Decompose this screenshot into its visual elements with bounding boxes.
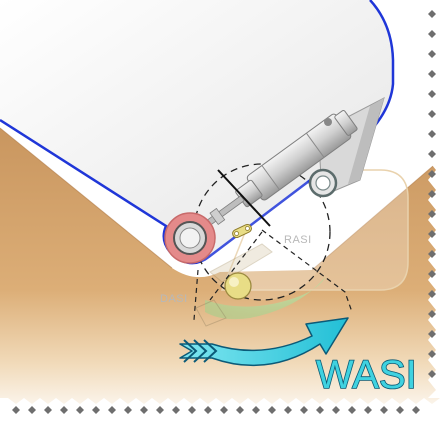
torn-edge-diamond — [204, 406, 212, 414]
green-contact-zone — [205, 276, 326, 320]
torn-edge-diamond — [428, 290, 436, 298]
torn-edge-diamond — [60, 406, 68, 414]
bracket-edge — [348, 98, 384, 184]
torn-edge-diamond — [428, 10, 436, 18]
torn-edge-diamond — [428, 270, 436, 278]
torn-edge-diamond — [236, 406, 244, 414]
torn-edge-diamond — [428, 230, 436, 238]
torn-edge-diamond — [428, 70, 436, 78]
torn-edge-diamond — [428, 250, 436, 258]
torn-edge-diamond — [428, 350, 436, 358]
torn-edge-diamond — [28, 406, 36, 414]
torn-edge-diamond — [428, 90, 436, 98]
torn-edge-diamond — [92, 406, 100, 414]
torn-edge-diamond — [428, 170, 436, 178]
torn-edge-diamond — [284, 406, 292, 414]
torn-edge-diamond — [428, 310, 436, 318]
hydraulic-cylinder — [202, 110, 358, 229]
torn-edge-diamond — [76, 406, 84, 414]
ground-top-edge — [0, 127, 440, 271]
torn-edge-diamond — [396, 406, 404, 414]
torn-edge-diamond — [428, 30, 436, 38]
torn-edge-diamond — [12, 406, 20, 414]
torn-edge-diamond — [140, 406, 148, 414]
flow-arrow — [179, 317, 349, 367]
dasi-label: DASI — [160, 293, 188, 305]
torn-edge-diamond — [348, 406, 356, 414]
section-line — [217, 169, 271, 227]
torn-edge-diamond — [124, 406, 132, 414]
torn-edge-diamond — [428, 330, 436, 338]
torn-edge-diamond — [252, 406, 260, 414]
seal-ring-core — [179, 227, 201, 249]
torn-edge-diamond — [156, 406, 164, 414]
torn-edge-diamond — [364, 406, 372, 414]
torn-edge-diamond — [268, 406, 276, 414]
cylinder-pivot — [324, 118, 332, 126]
container-body — [0, 0, 393, 264]
torn-edge-diamond — [316, 406, 324, 414]
construction-lines — [193, 229, 353, 321]
wasi-label: WASI — [316, 353, 417, 397]
torn-edge-diamond — [428, 150, 436, 158]
torn-edge-diamond — [428, 130, 436, 138]
torn-edge-right — [428, 0, 440, 398]
torn-edge-diamond — [428, 370, 436, 378]
torn-edge-diamond — [428, 210, 436, 218]
pin-roller — [224, 272, 252, 300]
torn-edge-diamond — [44, 406, 52, 414]
rasi-label: RASI — [284, 234, 312, 246]
torn-edge-diamond — [428, 110, 436, 118]
torn-edge-diamond — [412, 406, 420, 414]
torn-edge-diamond — [332, 406, 340, 414]
flow-chevrons — [183, 339, 218, 363]
torn-edge-diamond — [300, 406, 308, 414]
pin-roller-highlight — [229, 277, 239, 287]
torn-edge-diamond — [172, 406, 180, 414]
torn-edge-diamond — [428, 190, 436, 198]
pivot-ring-inner — [315, 175, 331, 191]
torn-edge-diamond — [428, 50, 436, 58]
torn-edge-shadow — [12, 10, 436, 414]
torn-edge-diamond — [380, 406, 388, 414]
torn-edge-diamond — [188, 406, 196, 414]
torn-edge-diamond — [220, 406, 228, 414]
small-link — [232, 223, 252, 239]
ghost-mechanism — [195, 243, 273, 327]
torn-edge-diamond — [108, 406, 116, 414]
